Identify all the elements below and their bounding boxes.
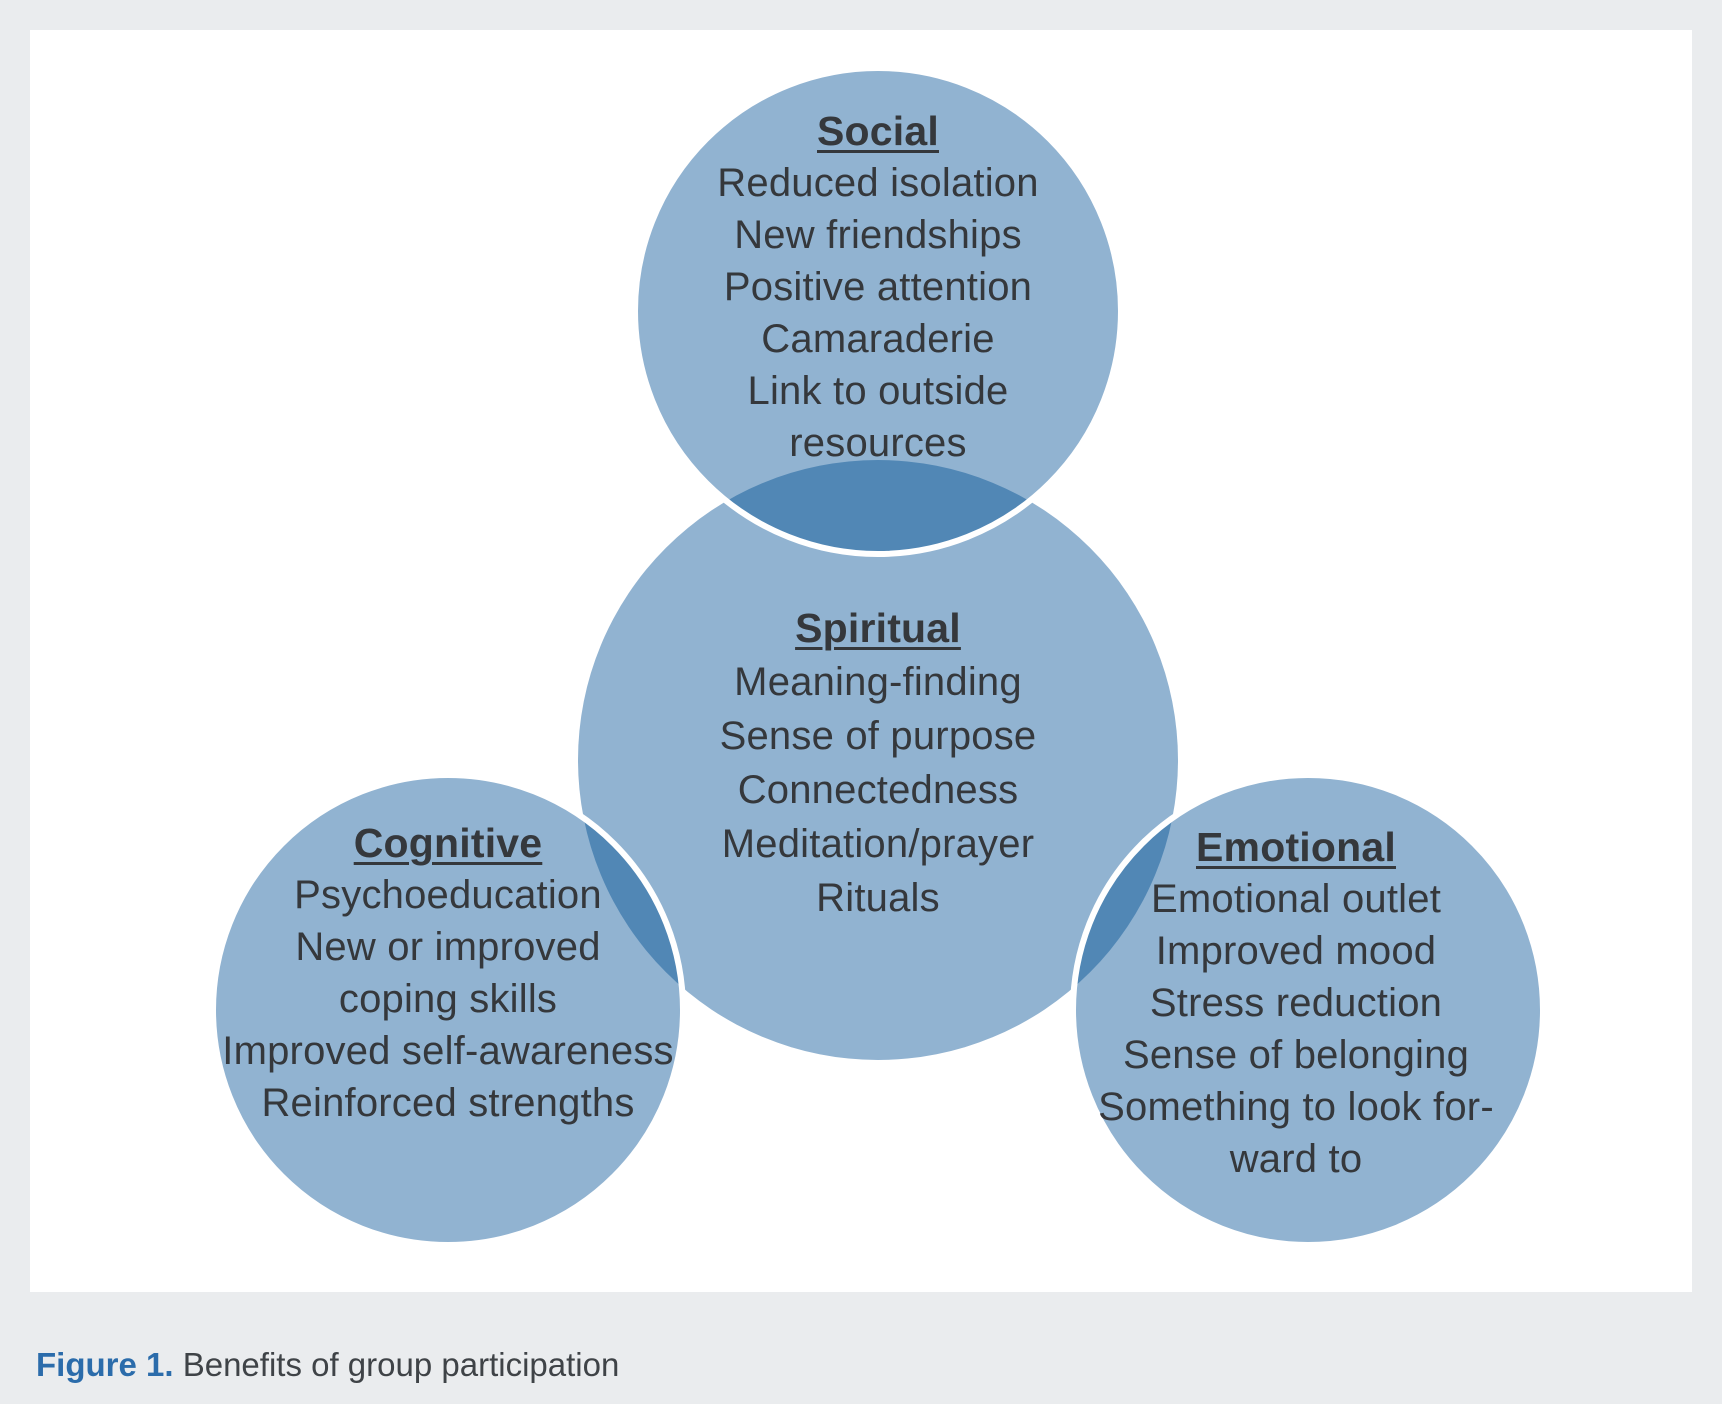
spiritual-title: Spiritual [795, 605, 961, 651]
circle-line: Stress reduction [1149, 981, 1443, 1025]
social-title: Social [817, 108, 939, 154]
emotional-circle [1073, 775, 1543, 1245]
social-circle-outline [632, 65, 1124, 557]
circle-line: Psychoeducation [294, 873, 602, 917]
circle-line: ward to [1229, 1137, 1363, 1181]
circle-line: Positive attention [723, 265, 1033, 309]
circle-line: Meaning-finding [734, 660, 1022, 704]
circle-line: coping skills [338, 977, 558, 1021]
circle-line: Sense of purpose [719, 714, 1037, 758]
circle-line: resources [789, 421, 967, 465]
circle-line: Sense of belonging [1122, 1033, 1470, 1077]
figure-caption-label: Figure 1. [36, 1346, 174, 1383]
circle-line: New or improved [295, 925, 601, 969]
circle-line: Meditation/prayer [721, 822, 1035, 866]
circle-line: Something to look for- [1098, 1085, 1494, 1129]
cognitive-title: Cognitive [353, 820, 543, 866]
emotional-title: Emotional [1196, 824, 1396, 870]
spiritual-circle [578, 460, 1178, 1060]
circle-line: Reduced isolation [717, 161, 1039, 205]
social-circle [635, 68, 1121, 554]
circle-line: Improved mood [1155, 929, 1437, 973]
figure-caption: Figure 1. Benefits of group participatio… [36, 1346, 619, 1384]
cognitive-circle-outline [210, 772, 686, 1248]
circle-line: Connectedness [737, 768, 1019, 812]
circle-line: Reinforced strengths [261, 1081, 635, 1125]
circle-line: Improved self-awareness [222, 1029, 674, 1073]
circle-line: Link to outside [747, 369, 1009, 413]
circle-line: Rituals [816, 876, 940, 920]
figure-caption-text: Benefits of group participation [182, 1346, 620, 1383]
circle-line: Emotional outlet [1150, 877, 1442, 921]
emotional-circle-outline [1070, 772, 1546, 1248]
cognitive-circle [213, 775, 683, 1245]
circle-line: Camaraderie [761, 317, 995, 361]
circle-line: New friendships [734, 213, 1022, 257]
